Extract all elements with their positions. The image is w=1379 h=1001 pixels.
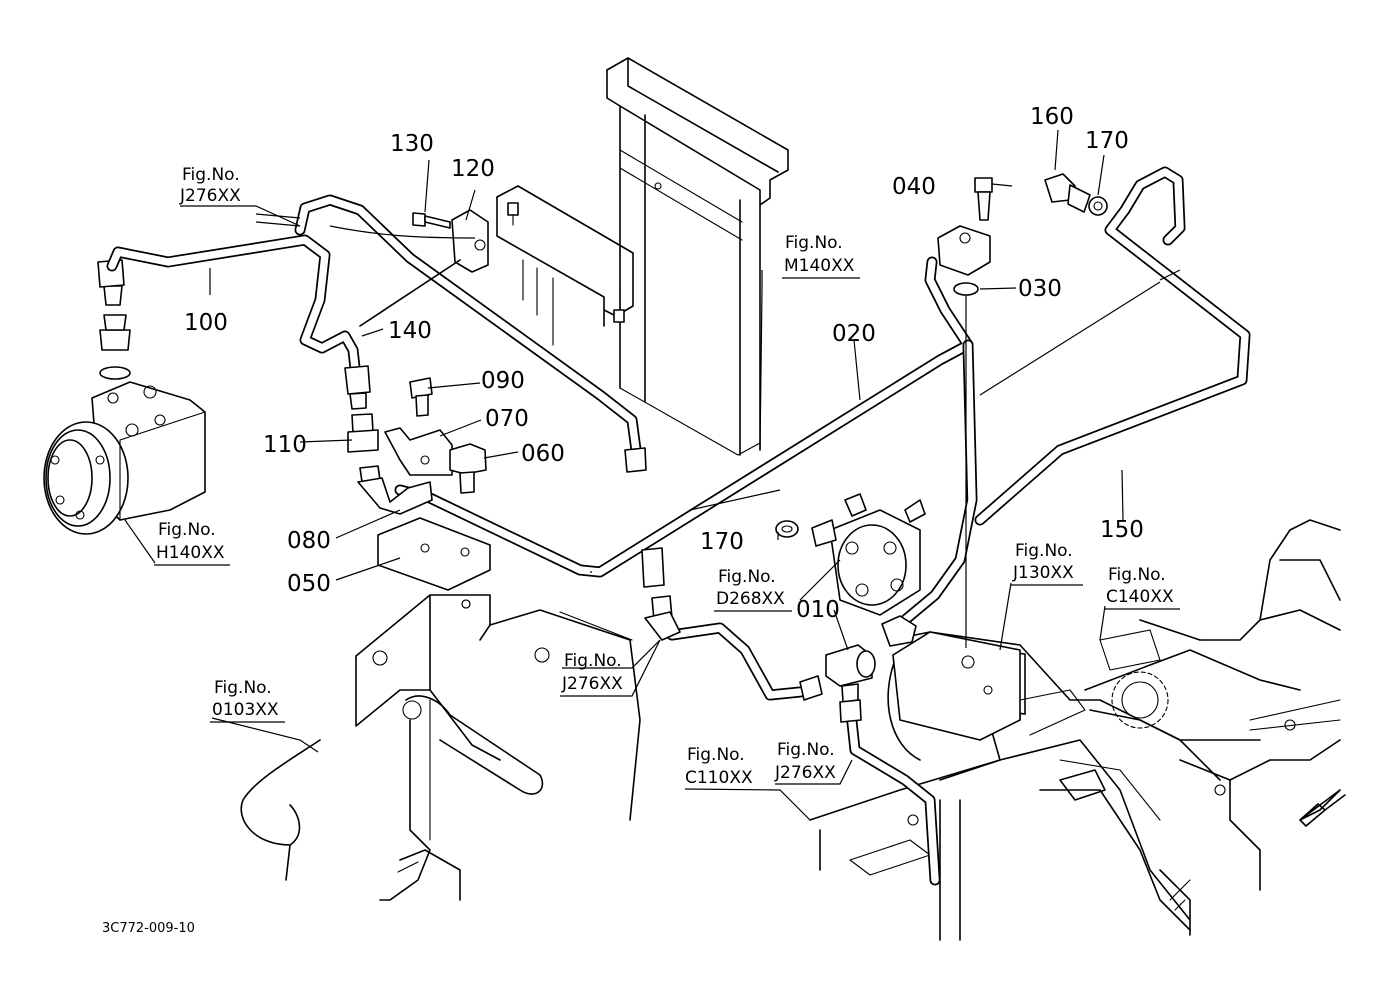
part-label-140: 140 bbox=[388, 318, 432, 344]
fig-ref-j130: Fig.No. J130XX bbox=[1011, 541, 1083, 586]
svg-text:0103XX: 0103XX bbox=[212, 700, 279, 720]
part-label-010: 010 bbox=[796, 597, 840, 623]
fig-ref-h140: Fig.No. H140XX bbox=[154, 520, 230, 566]
svg-text:M140XX: M140XX bbox=[784, 256, 855, 276]
svg-text:Fig.No.: Fig.No. bbox=[687, 745, 745, 765]
fig-ref-c110: Fig.No. C110XX bbox=[685, 745, 753, 788]
svg-text:J276XX: J276XX bbox=[774, 763, 836, 783]
leader-lines bbox=[124, 129, 1181, 821]
svg-text:Fig.No.: Fig.No. bbox=[182, 165, 240, 185]
part-label-080: 080 bbox=[287, 528, 331, 554]
steering-fittings bbox=[97, 259, 131, 380]
fig-ref-j276-bottom: Fig.No. J276XX bbox=[774, 740, 836, 783]
part-label-060: 060 bbox=[521, 441, 565, 467]
part-label-090: 090 bbox=[481, 368, 525, 394]
part-label-050: 050 bbox=[287, 571, 331, 597]
part-label-030: 030 bbox=[1018, 276, 1062, 302]
components bbox=[329, 173, 1346, 827]
fig-ref-j276-middle: Fig.No. J276XX bbox=[560, 639, 661, 697]
svg-text:C110XX: C110XX bbox=[685, 768, 753, 788]
fig-ref-j276-top: Fig.No. J276XX bbox=[179, 165, 241, 206]
part-label-020: 020 bbox=[832, 321, 876, 347]
svg-text:Fig.No.: Fig.No. bbox=[777, 740, 835, 760]
svg-text:C140XX: C140XX bbox=[1106, 587, 1174, 607]
svg-text:Fig.No.: Fig.No. bbox=[564, 651, 622, 671]
svg-text:J276XX: J276XX bbox=[179, 186, 241, 206]
svg-text:Fig.No.: Fig.No. bbox=[785, 233, 843, 253]
hydraulic-pipes bbox=[106, 166, 1251, 886]
svg-text:Fig.No.: Fig.No. bbox=[214, 678, 272, 698]
svg-text:J276XX: J276XX bbox=[561, 674, 623, 694]
svg-text:Fig.No.: Fig.No. bbox=[1015, 541, 1073, 561]
part-label-040: 040 bbox=[892, 174, 936, 200]
steering-unit bbox=[43, 381, 206, 535]
part-label-120: 120 bbox=[451, 156, 495, 182]
svg-text:D268XX: D268XX bbox=[716, 589, 785, 609]
part-number-labels: 010 020 030 040 050 060 070 080 090 100 … bbox=[184, 104, 1144, 623]
svg-text:Fig.No.: Fig.No. bbox=[718, 567, 776, 587]
part-label-100: 100 bbox=[184, 310, 228, 336]
fig-ref-0103: Fig.No. 0103XX bbox=[210, 678, 285, 723]
figure-reference-labels: Fig.No. J276XX Fig.No. M140XX Fig.No. H1… bbox=[154, 165, 1180, 788]
svg-text:Fig.No.: Fig.No. bbox=[1108, 565, 1166, 585]
svg-text:J130XX: J130XX bbox=[1012, 563, 1074, 583]
part-label-070: 070 bbox=[485, 406, 529, 432]
part-label-130: 130 bbox=[390, 131, 434, 157]
fig-ref-m140: Fig.No. M140XX bbox=[782, 233, 860, 279]
part-label-110: 110 bbox=[263, 432, 307, 458]
part-label-160: 160 bbox=[1030, 104, 1074, 130]
svg-text:Fig.No.: Fig.No. bbox=[158, 520, 216, 540]
part-label-170-pump: 170 bbox=[700, 529, 744, 555]
part-label-170-top: 170 bbox=[1085, 128, 1129, 154]
part-label-150: 150 bbox=[1100, 517, 1144, 543]
fig-ref-d268: Fig.No. D268XX bbox=[714, 567, 792, 612]
fig-ref-c140: Fig.No. C140XX bbox=[1104, 565, 1180, 610]
svg-text:H140XX: H140XX bbox=[156, 543, 225, 563]
diagram-code: 3C772-009-10 bbox=[102, 921, 195, 936]
